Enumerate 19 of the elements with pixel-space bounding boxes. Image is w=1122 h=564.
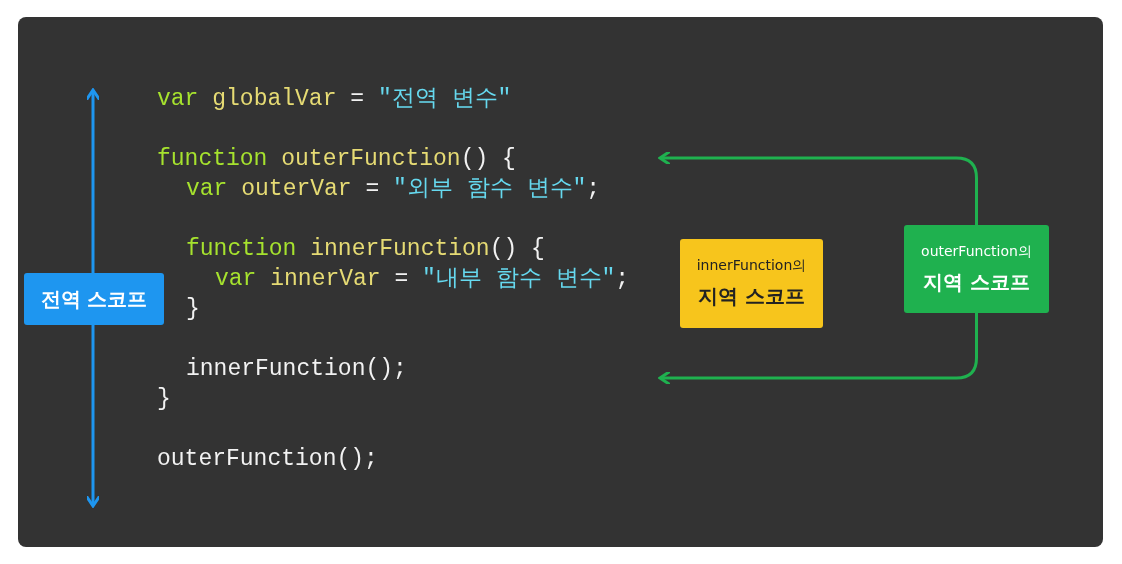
code-line: function outerFunction() { bbox=[157, 145, 516, 173]
code-line: var outerVar = "외부 함수 변수"; bbox=[186, 175, 601, 203]
scope-caption: outerFunction의 bbox=[921, 242, 1032, 261]
code-line: var globalVar = "전역 변수" bbox=[157, 85, 512, 113]
code-line: outerFunction(); bbox=[157, 445, 378, 473]
scope-label-box bbox=[680, 239, 823, 328]
code-line: } bbox=[157, 385, 171, 413]
arrow bbox=[658, 150, 978, 225]
scope-caption: innerFunction의 bbox=[696, 257, 807, 275]
scope-label-box bbox=[904, 225, 1049, 313]
code-line: function innerFunction() { bbox=[186, 235, 545, 263]
scope-label-box bbox=[24, 273, 164, 325]
code-line: var innerVar = "내부 함수 변수"; bbox=[215, 265, 630, 293]
code-line: } bbox=[186, 295, 200, 323]
arrow bbox=[658, 313, 978, 386]
scope-title: 지역 스코프 bbox=[698, 283, 805, 310]
code-line: innerFunction(); bbox=[186, 355, 407, 383]
scope-title: 지역 스코프 bbox=[923, 268, 1030, 296]
scope-title: 전역 스코프 bbox=[40, 285, 148, 313]
